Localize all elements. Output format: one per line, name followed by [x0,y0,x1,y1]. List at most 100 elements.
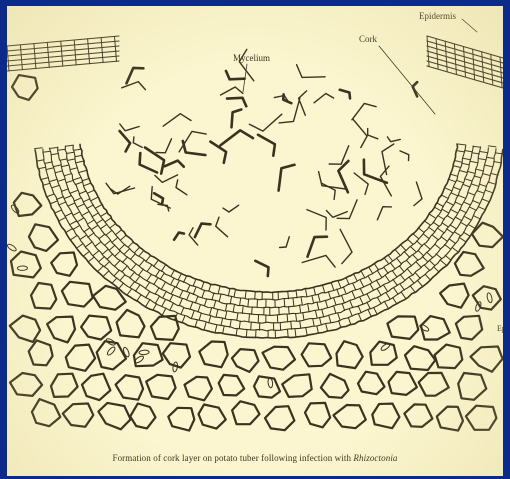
cork-cell-wall [338,281,341,288]
cork-cell-wall [303,313,304,321]
cork-cell-wall [139,250,144,256]
cork-cell-wall [230,297,231,305]
cork-cell-wall [455,202,462,205]
mycelium-hypha [210,142,226,163]
cork-cell-wall [234,289,235,297]
mycelium-hypha [280,237,290,248]
cork-cell-wall [248,299,249,307]
cork-cell-wall [407,239,413,244]
cork-cell-wall [442,209,449,213]
cork-cell-wall [296,314,297,322]
cork-cell-wall [124,249,129,255]
cork-cell-wall [441,260,447,265]
mycelium-hypha [183,141,206,155]
mycelium-hypha [120,124,139,131]
cork-cell-wall [209,316,211,323]
cork-cell-wall [233,305,234,313]
cork-cell-wall [58,179,65,181]
cork-cell-wall [320,317,322,325]
parenchyma-cell [11,252,41,278]
cork-cell-wall [83,251,89,256]
cork-cell-wall [367,294,371,301]
cork-cell-wall [109,245,115,250]
cork-cell-wall [293,298,294,306]
parenchyma-cell [130,404,155,429]
cork-cell-wall [223,326,225,334]
cork-cell-wall [424,244,430,249]
mycelium-hypha [195,224,211,238]
cork-cell-wall [230,320,231,328]
mycelium-label: Mycelium [233,53,270,63]
cork-cell-wall [84,228,90,232]
cork-cell-wall [122,266,127,272]
cork-cell-wall [306,328,307,336]
cork-cell-wall [190,302,193,309]
cork-cell-wall [323,285,325,292]
cork-cell-wall [441,237,447,242]
cork-layer-line [73,145,466,300]
parenchyma-cell [440,284,469,308]
cork-cell-wall [348,318,351,325]
cork-cell-wall [201,282,204,289]
cork-cell-wall [300,321,301,329]
parenchyma-cell [32,399,60,426]
cork-cell-wall [155,270,159,276]
mycelium-hypha [255,261,268,276]
cork-cell-wall [79,191,86,194]
cork-cell-wall [55,171,62,173]
cork-cell-wall [479,159,487,160]
cork-cell-wall [295,329,296,337]
cork-cell-wall [360,297,363,304]
cork-cell-wall [427,252,433,257]
cork-cell-wall [245,291,246,299]
parenchyma-cell [82,374,110,400]
mycelium-hypha [226,71,245,79]
mycelium-hypha [156,139,171,153]
cork-cell-wall [54,165,61,167]
parenchyma-cell [456,316,482,340]
parenchyma-cell [81,316,111,340]
cork-cell-wall [438,216,445,220]
mycelium-hypha [283,94,291,103]
cork-cell-wall [470,161,478,163]
parenchyma-cell [435,345,463,369]
cork-cell-wall [463,184,470,187]
cork-cell-wall [170,303,173,310]
parenchyma-cell [10,373,42,396]
cork-cell-wall [216,309,218,317]
parenchyma-cell [387,316,418,339]
cork-cell-wall [204,299,206,306]
figure-caption: Formation of cork layer on potato tuber … [7,453,503,463]
mycelium-hypha [155,175,178,183]
cork-cell-wall [352,292,355,299]
cork-cell-wall [468,225,475,229]
cork-cell-wall [43,151,51,152]
cork-cell-wall [446,202,453,205]
cork-cell-wall [392,271,397,277]
cork-cell-wall [409,277,414,283]
cork-cell-wall [115,251,121,256]
cork-cell-wall [99,234,105,239]
cork-cell-wall [218,286,220,293]
edge-label-fragment: Ep [497,324,503,333]
parenchyma-cell [389,372,417,395]
mycelium-hypha [387,137,400,142]
cork-cell-wall [461,222,468,226]
diagram-paper: Epidermis Cork Mycelium Ep Formation of … [7,6,503,476]
mycelium-hypha [314,94,334,103]
cork-cell-wall [162,300,166,307]
cork-cell-wall [385,275,389,281]
cork-cell-wall [451,193,458,196]
cork-cell-wall [161,265,165,271]
parenchyma-cell [219,375,245,396]
cork-arm-line [7,36,119,46]
cork-cell-wall [77,204,84,207]
cork-cell-wall [251,322,252,330]
parenchyma-cell [63,404,94,427]
cork-cell-wall [240,298,241,306]
cork-cell-wall [435,244,441,249]
cork-cell-wall [393,298,397,304]
parenchyma-cell [97,341,126,369]
cork-cell-wall [163,291,167,298]
cork-cell-wall [349,309,352,316]
